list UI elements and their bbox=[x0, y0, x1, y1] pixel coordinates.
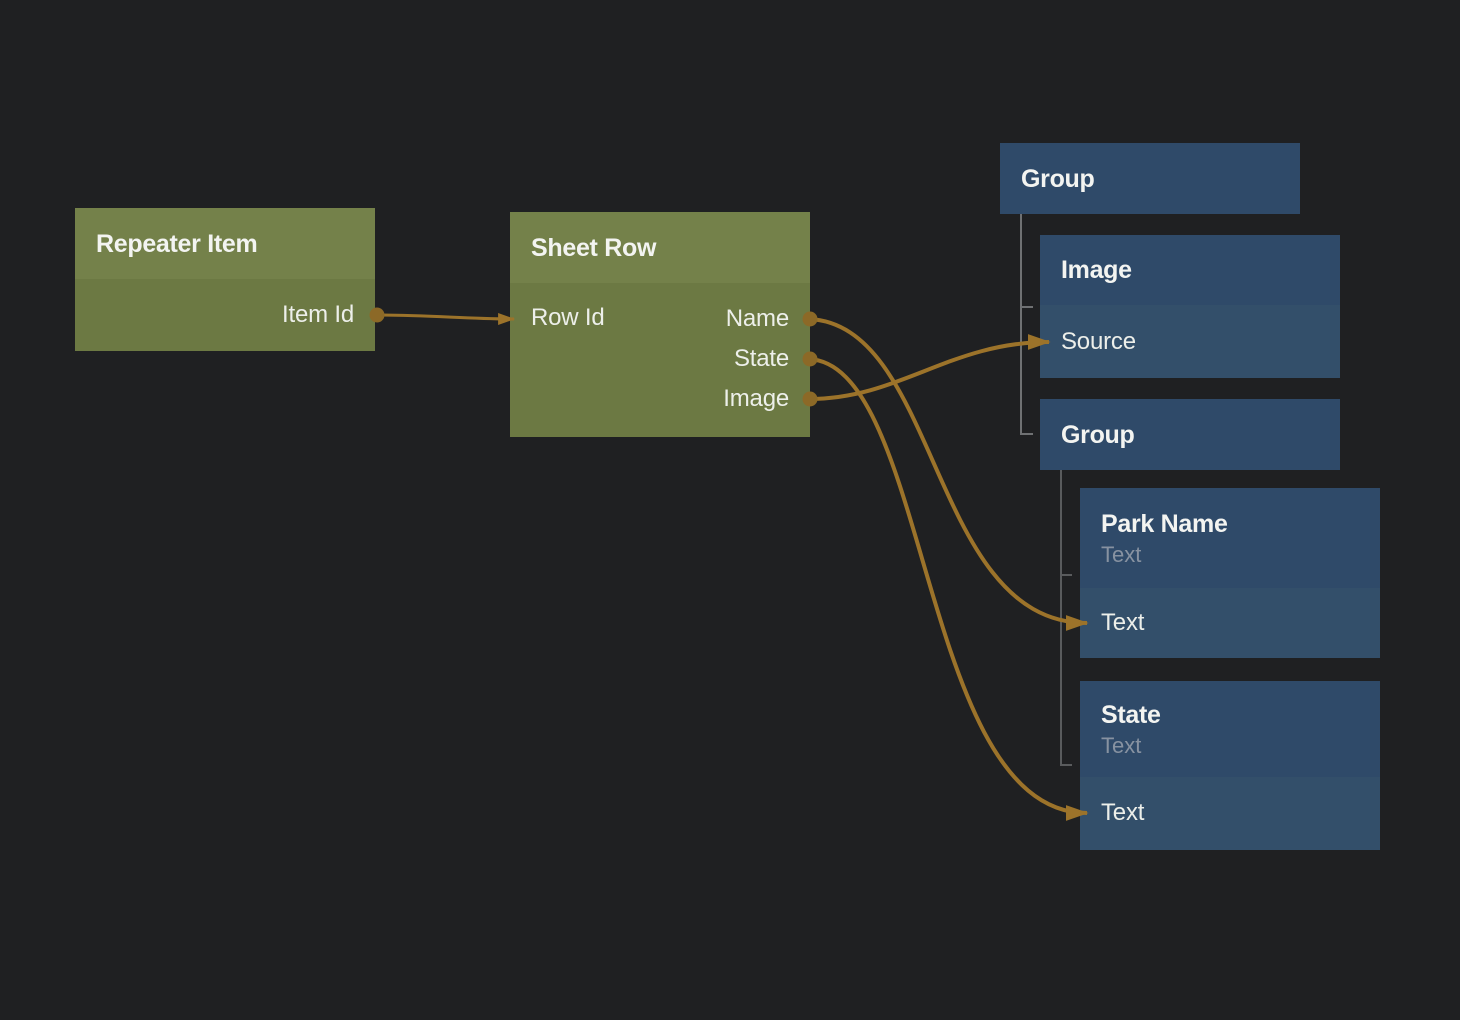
node-title-state-text: State bbox=[1101, 700, 1161, 729]
node-subtitle-state-text: Text bbox=[1101, 732, 1142, 758]
wire-item-id-to-row-id[interactable] bbox=[376, 312, 516, 325]
node-header-group-2[interactable]: Group bbox=[1040, 399, 1340, 470]
node-subtitle-park-name-text: Text bbox=[1101, 541, 1142, 567]
port-park-name-text-text[interactable]: Text bbox=[1101, 609, 1145, 636]
port-state-text-text[interactable]: Text bbox=[1101, 799, 1145, 826]
node-header-sheet-row[interactable]: Sheet Row bbox=[510, 212, 810, 283]
port-image-element-source[interactable]: Source bbox=[1061, 328, 1136, 355]
node-title-group-1: Group bbox=[1021, 164, 1095, 193]
node-title-repeater-item: Repeater Item bbox=[96, 229, 258, 258]
node-header-group-1[interactable]: Group bbox=[1000, 143, 1300, 214]
node-header-image-element[interactable]: Image bbox=[1040, 235, 1340, 305]
node-title-park-name-text: Park Name bbox=[1101, 509, 1228, 538]
node-group-2[interactable]: Group bbox=[1040, 399, 1340, 470]
node-title-sheet-row: Sheet Row bbox=[531, 233, 657, 262]
tree-link-group-1-children-segment-0 bbox=[1020, 214, 1033, 435]
port-sheet-row-state[interactable]: State bbox=[733, 345, 789, 372]
port-repeater-item-item-id[interactable]: Item Id bbox=[282, 301, 354, 328]
node-group-1[interactable]: Group bbox=[1000, 143, 1300, 214]
node-title-group-2: Group bbox=[1061, 420, 1135, 449]
port-sheet-row-image[interactable]: Image bbox=[723, 385, 789, 412]
port-sheet-row-name[interactable]: Name bbox=[725, 305, 789, 332]
tree-link-group-2-children-segment-0 bbox=[1060, 470, 1072, 766]
node-title-image-element: Image bbox=[1061, 256, 1132, 284]
node-header-repeater-item[interactable]: Repeater Item bbox=[75, 208, 375, 279]
wire-image-to-source[interactable] bbox=[808, 334, 1051, 401]
port-sheet-row-row-id[interactable]: Row Id bbox=[531, 304, 605, 331]
